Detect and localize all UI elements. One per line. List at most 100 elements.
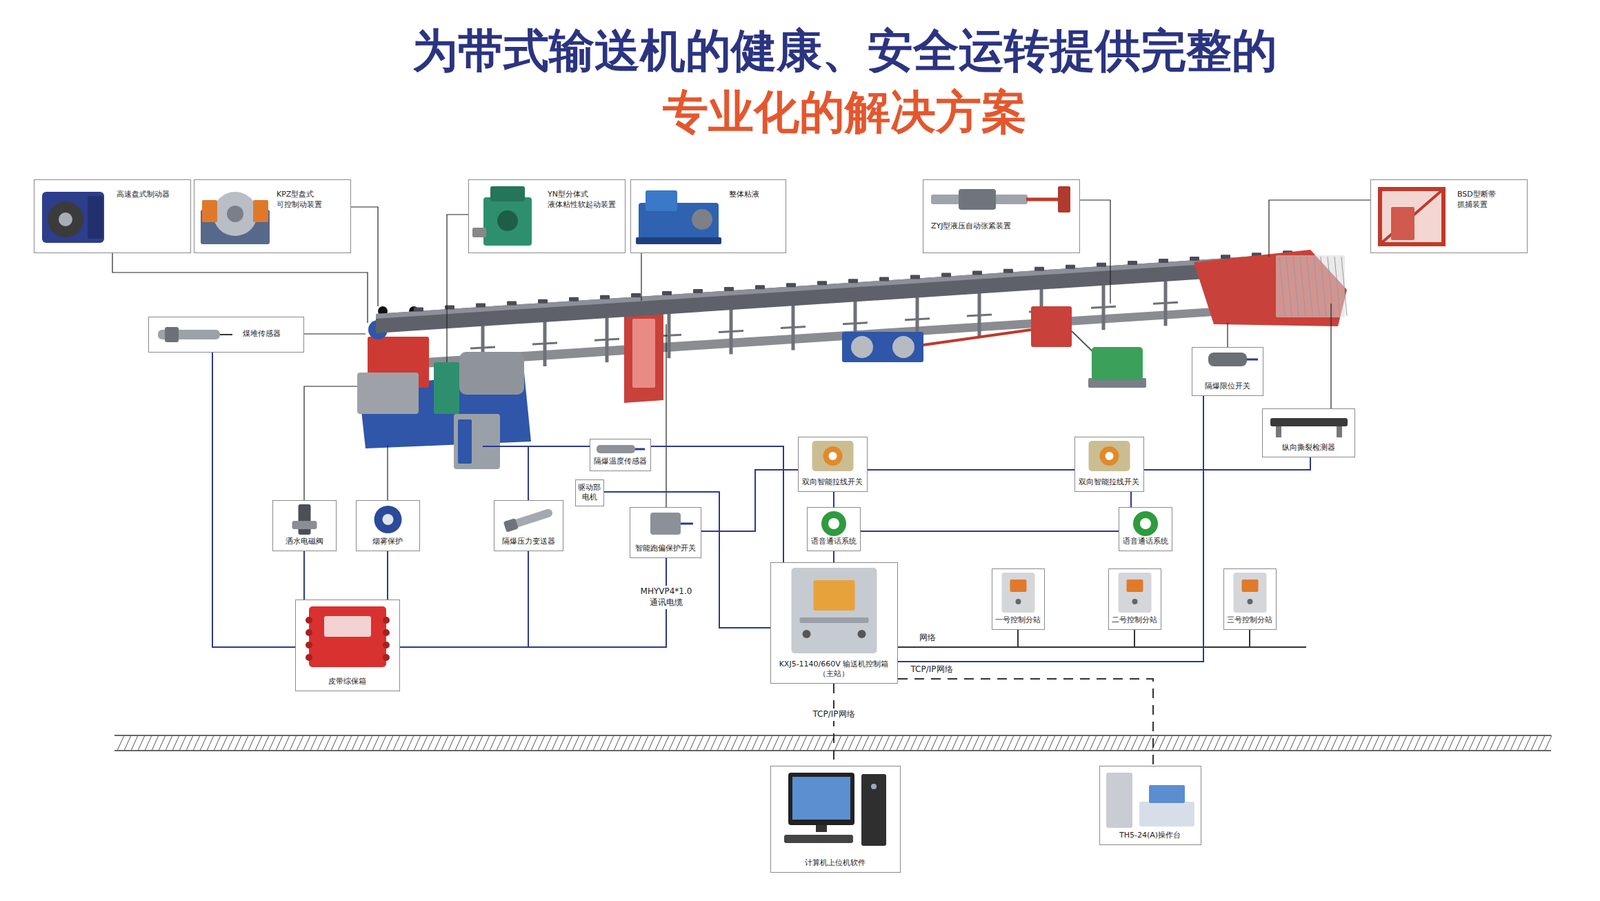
cable-connector xyxy=(897,629,1135,647)
illustration-part xyxy=(944,735,952,751)
illustration-part xyxy=(1275,255,1345,318)
illustration-part xyxy=(420,735,428,751)
component-label: 计算机上位机软件 xyxy=(773,857,898,869)
illustration-part xyxy=(806,735,814,751)
illustration-part xyxy=(305,641,313,649)
illustration-part xyxy=(1531,735,1538,751)
illustration-part xyxy=(1234,735,1242,751)
illustration-part xyxy=(737,735,745,751)
illustration-part xyxy=(784,834,854,843)
illustration-part xyxy=(635,448,645,451)
illustration-part xyxy=(1282,735,1290,751)
illustration-part xyxy=(1246,358,1258,361)
illustration-part xyxy=(627,735,635,751)
text-wrap: ZYJ型液压自动张紧装置 xyxy=(931,221,1076,232)
component-label: 煤堆传感器 xyxy=(242,328,300,340)
illustration-part xyxy=(937,735,945,751)
illustration-part xyxy=(1289,735,1297,751)
text-wrap: 烟雾保护 xyxy=(358,536,417,547)
main-icon xyxy=(791,567,878,654)
illustration-part xyxy=(1300,256,1306,316)
illustration-part xyxy=(645,190,678,212)
illustration-part xyxy=(815,824,827,832)
illustration-part xyxy=(1372,735,1380,751)
illustration-part xyxy=(1482,735,1490,751)
leader-line xyxy=(1268,200,1371,257)
illustration-part xyxy=(202,200,218,223)
illustration-part xyxy=(131,735,138,751)
illustration-part xyxy=(871,783,877,789)
component-label: 语音通话系统 xyxy=(809,536,858,547)
illustration-part xyxy=(1413,735,1421,751)
illustration-part xyxy=(1489,735,1497,751)
illustration-part xyxy=(1262,735,1269,751)
illustration-part xyxy=(213,735,221,751)
illustration-part xyxy=(1068,735,1076,751)
network-bus xyxy=(1249,646,1307,648)
illustration-part xyxy=(317,735,325,751)
component-box: 二号控制分站 xyxy=(1108,568,1162,630)
rod-icon xyxy=(157,326,233,343)
component-box: 皮带综保箱 xyxy=(295,599,400,692)
illustration-part xyxy=(1517,735,1525,751)
illustration-part xyxy=(1420,735,1428,751)
illustration-part xyxy=(1110,735,1118,751)
illustration-part xyxy=(475,303,486,308)
illustration-part xyxy=(1179,735,1187,751)
illustration-part xyxy=(393,735,400,751)
illustration-part xyxy=(744,735,752,751)
text-wrap: 二号控制分站 xyxy=(1111,615,1158,626)
illustration-part xyxy=(1524,735,1532,751)
illustration-part xyxy=(255,735,263,751)
kpz-icon xyxy=(200,191,270,245)
illustration-part xyxy=(842,322,868,325)
pull-icon xyxy=(812,440,854,472)
illustration-part xyxy=(365,735,373,751)
cab-icon xyxy=(1118,572,1152,613)
text-wrap: 双向智能拉线开关 xyxy=(1077,477,1141,488)
illustration-part xyxy=(862,735,869,751)
illustration-part xyxy=(958,188,996,210)
illustration-part xyxy=(537,299,548,304)
cable-connector xyxy=(1144,457,1311,470)
component-box: 驱动部 电机 xyxy=(575,479,605,507)
component-box: ZYJ型液压自动张紧装置 xyxy=(922,179,1080,254)
illustration-part xyxy=(1105,451,1114,460)
valve-icon xyxy=(292,504,318,535)
illustration-part xyxy=(1106,772,1133,828)
illustration-part xyxy=(717,735,725,751)
illustration-part xyxy=(917,735,925,751)
illustration-part xyxy=(1275,426,1282,438)
component-label: 整体粘液 xyxy=(728,189,782,200)
component-label: ZYJ型液压自动张紧装置 xyxy=(931,221,1076,232)
text-wrap: 高速盘式制动器 xyxy=(116,189,187,200)
illustration-part xyxy=(158,735,166,751)
illustration-part xyxy=(965,735,973,751)
illustration-part xyxy=(1503,735,1511,751)
illustration-part xyxy=(413,735,421,751)
illustration-part xyxy=(786,735,794,751)
illustration-part xyxy=(1293,256,1299,316)
component-box: 烟雾保护 xyxy=(355,500,420,552)
illustration-part xyxy=(855,735,863,751)
illustration-part xyxy=(1193,249,1347,327)
illustration-part xyxy=(468,735,476,751)
illustration-part xyxy=(691,208,713,230)
illustration-part xyxy=(1544,735,1552,751)
illustration-part xyxy=(1013,735,1021,751)
illustration-part xyxy=(406,735,414,751)
illustration-part xyxy=(382,641,390,649)
illustration-part xyxy=(1062,735,1069,751)
illustration-part xyxy=(1137,735,1145,751)
component-label: 隔爆温度传感器 xyxy=(592,456,648,467)
illustration-part xyxy=(496,735,504,751)
illustration-part xyxy=(972,271,983,276)
illustration-part xyxy=(1091,306,1116,308)
illustration-part xyxy=(668,735,676,751)
illustration-part xyxy=(823,446,843,466)
illustration-part xyxy=(310,735,318,751)
component-label: KXJ5-1140/660V 输送机控制箱（主站） xyxy=(773,659,895,680)
illustration-part xyxy=(600,295,610,300)
illustration-part xyxy=(296,735,304,751)
cable-connector xyxy=(897,395,1204,662)
